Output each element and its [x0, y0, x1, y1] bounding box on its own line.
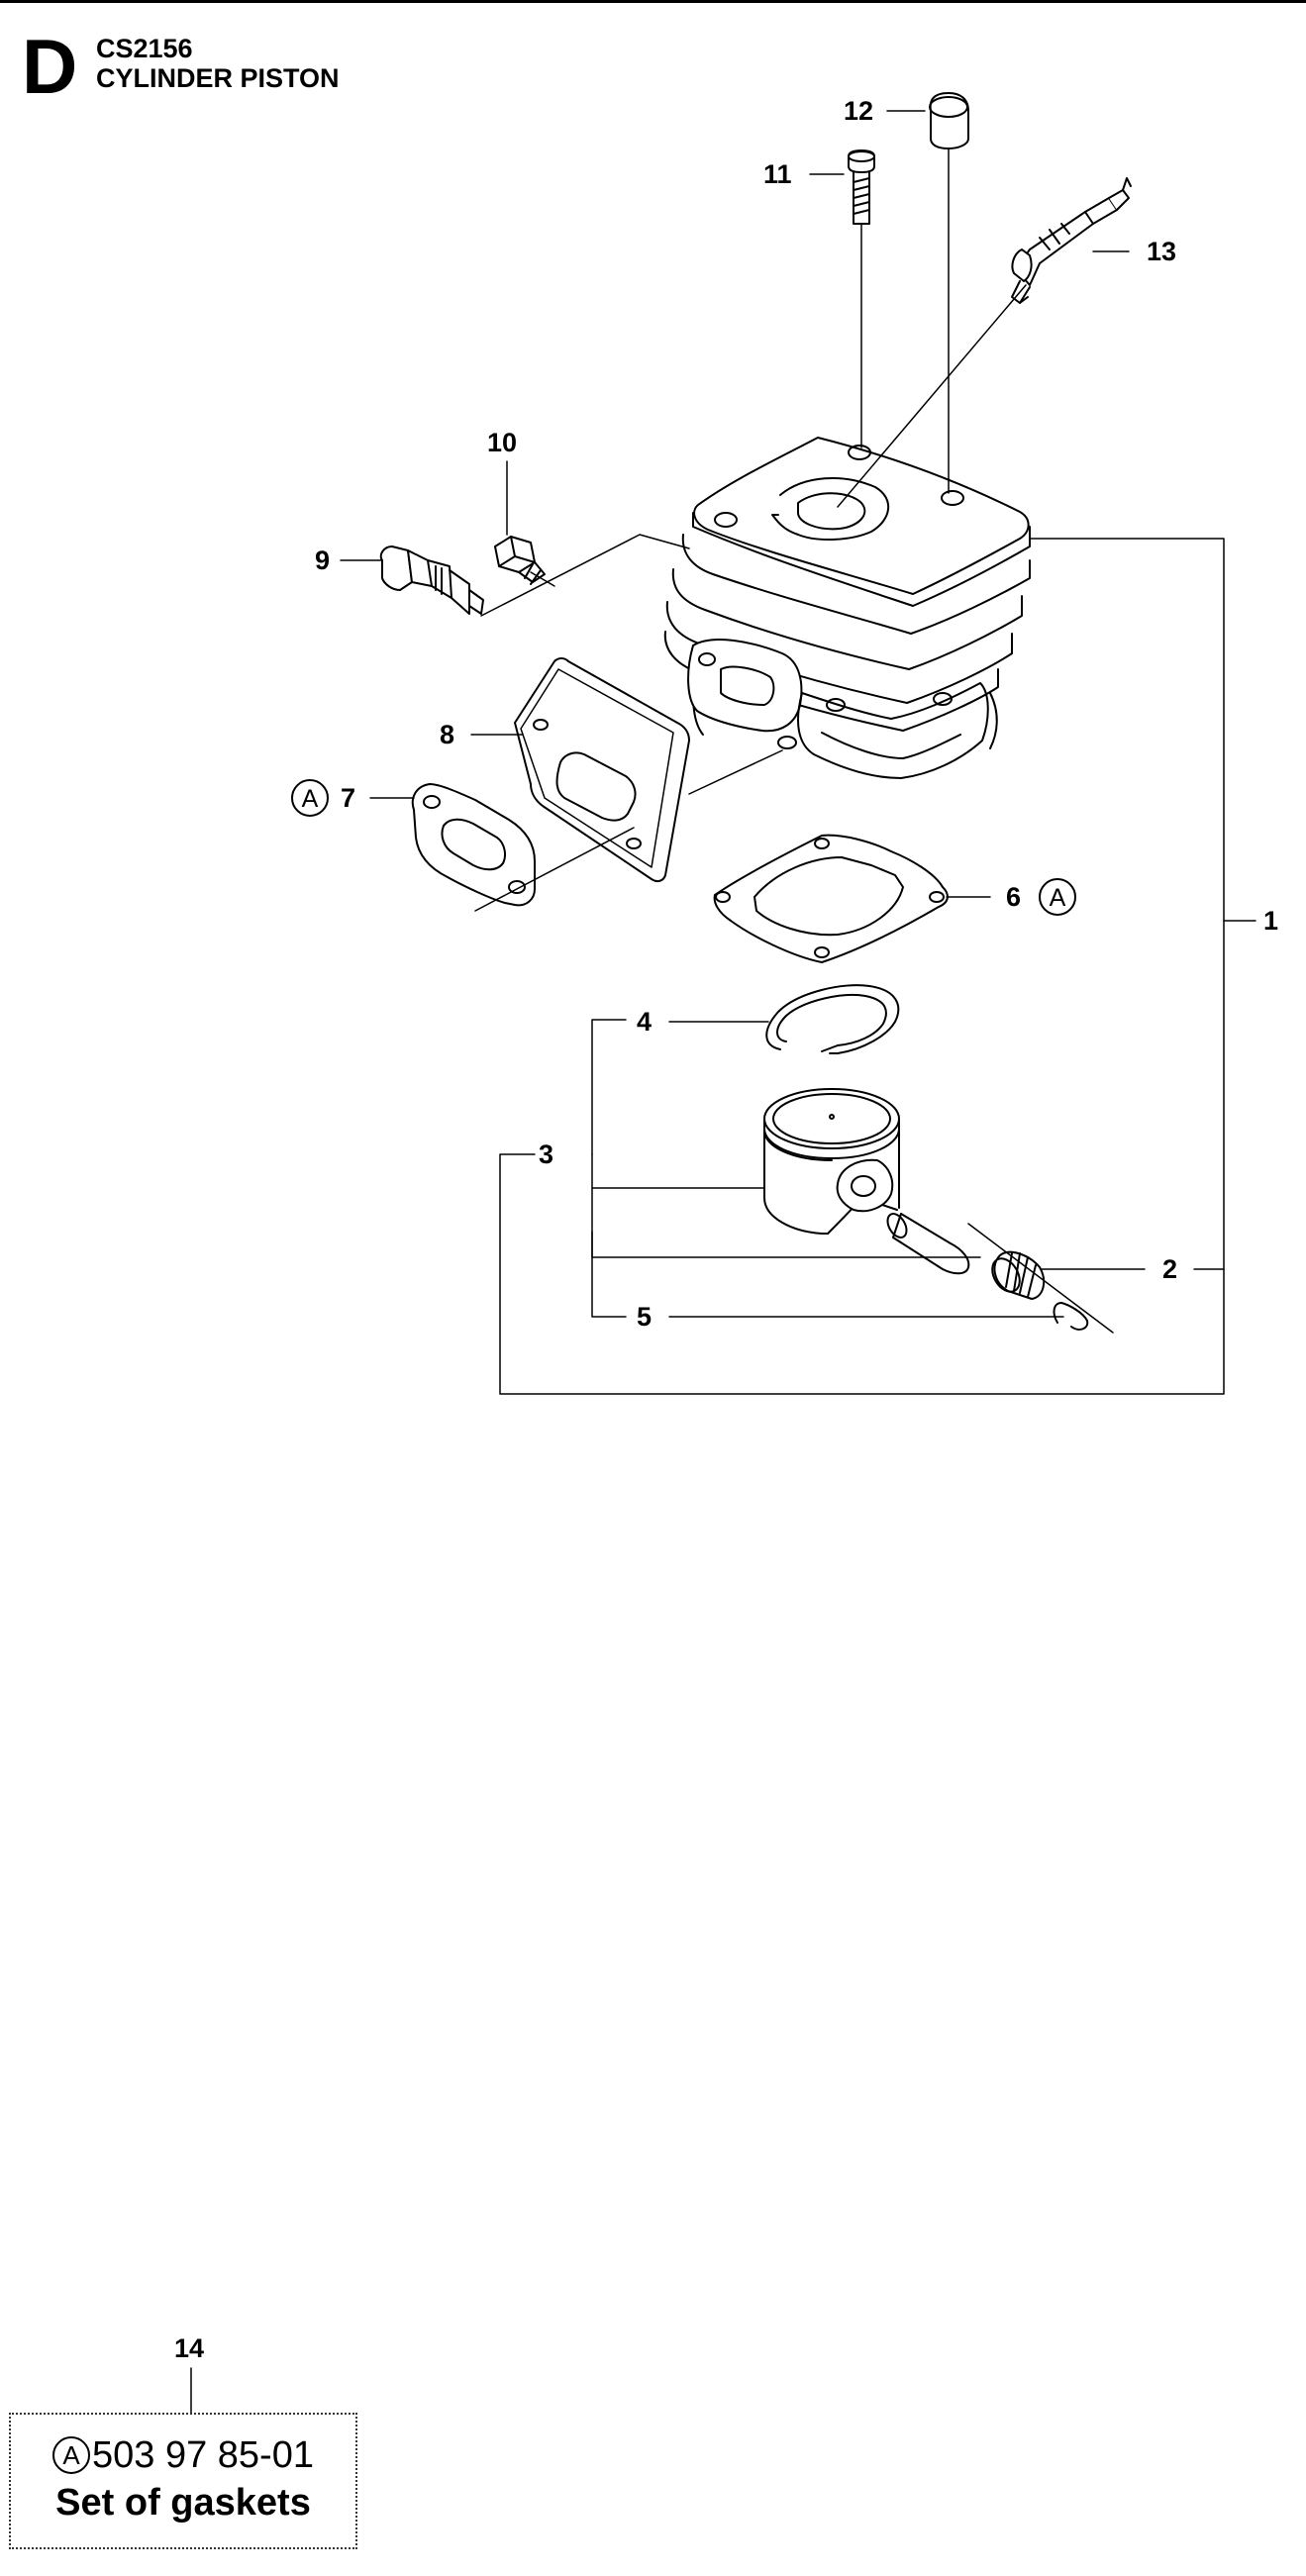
screw-part — [848, 149, 875, 225]
callout-9: 9 — [315, 545, 330, 575]
callout-3: 3 — [539, 1139, 553, 1169]
kit-marker-7-letter: A — [302, 785, 319, 813]
spark-plug-part — [1011, 177, 1132, 304]
cylinder-part — [663, 437, 1031, 779]
callout-6: 6 — [1006, 882, 1021, 912]
callout-13: 13 — [1147, 237, 1176, 266]
muffler-gasket-part — [514, 657, 690, 883]
valve-part — [379, 545, 484, 615]
leader-lines — [190, 110, 1256, 2414]
kit-part-number: 503 97 85-01 — [92, 2434, 314, 2476]
exhaust-gasket-part — [411, 783, 536, 907]
section-letter: D — [22, 23, 78, 110]
callout-7: 7 — [341, 783, 355, 813]
callout-8: 8 — [440, 720, 454, 749]
callout-numbers: 12 11 13 10 9 8 7 6 1 4 3 2 5 14 — [174, 96, 1278, 2363]
page-title: CYLINDER PISTON — [96, 63, 340, 93]
decompression-valve-part — [929, 92, 969, 149]
piston-part — [763, 1088, 900, 1235]
callout-10: 10 — [487, 428, 517, 457]
kit-marker-6: A — [1039, 878, 1076, 916]
callout-4: 4 — [637, 1007, 652, 1037]
callout-11: 11 — [763, 159, 792, 189]
needle-bearing-part — [991, 1250, 1046, 1300]
cylinder-base-gasket-part — [713, 834, 949, 963]
model-number: CS2156 — [96, 34, 193, 63]
kit-name: Set of gaskets — [55, 2482, 311, 2524]
plug-part — [494, 536, 546, 585]
callout-12: 12 — [844, 96, 873, 126]
callout-5: 5 — [637, 1302, 652, 1332]
kit-marker-circle: A — [52, 2436, 90, 2474]
circlip-part — [1053, 1302, 1089, 1331]
kit-marker-7: A — [291, 779, 329, 817]
callout-1: 1 — [1263, 906, 1278, 936]
piston-ring-part — [765, 984, 900, 1054]
callout-2: 2 — [1162, 1254, 1177, 1284]
top-rule — [0, 0, 1306, 3]
piston-pin-part — [886, 1213, 970, 1275]
callout-14: 14 — [174, 2333, 204, 2363]
kit-marker-6-letter: A — [1050, 884, 1066, 912]
